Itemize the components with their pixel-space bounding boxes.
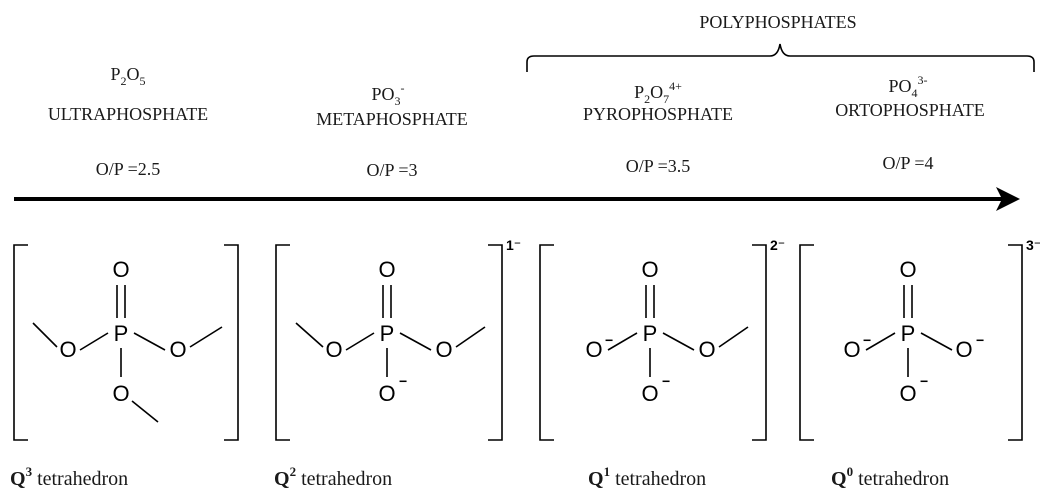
bracket-right (1008, 244, 1023, 441)
bracket-right (488, 244, 503, 441)
q0-label: Q0 tetrahedron (831, 464, 949, 490)
phosphorus: P (380, 321, 395, 346)
phosphorus: P (643, 321, 658, 346)
oxygen-charge: − (863, 332, 871, 348)
name-metaphosphate: METAPHOSPHATE (316, 109, 468, 129)
oxygen-right-anion: O (955, 337, 972, 362)
polyphosphates-brace (526, 43, 1035, 72)
formula-ultraphosphate: P2O5 (110, 64, 145, 88)
phosphorus: P (114, 321, 129, 346)
ratio-pyrophosphate: O/P =3.5 (626, 156, 691, 176)
structure-q2: 1⁻ O P O O O − (275, 237, 521, 441)
bracket-left (539, 244, 554, 441)
species-metaphosphate-header: PO3- METAPHOSPHATE O/P =3 (316, 81, 468, 180)
charge-q1: 2⁻ (770, 237, 785, 253)
oxygen-left-anion: O (585, 337, 602, 362)
oxygen-top: O (899, 257, 916, 282)
increasing-ratio-arrow (14, 187, 1020, 211)
species-ortophosphate-header: PO43- ORTOPHOSPHATE O/P =4 (835, 73, 985, 173)
bracket-right (224, 244, 239, 441)
arrow-head-icon (996, 187, 1020, 211)
oxygen-charge: − (976, 332, 984, 348)
bracket-left (13, 244, 28, 441)
oxygen-top: O (641, 257, 658, 282)
oxygen-right: O (435, 337, 452, 362)
oxygen-charge: − (662, 373, 670, 389)
oxygen-bottom-anion: O (899, 381, 916, 406)
bracket-right (752, 244, 767, 441)
oxygen-bottom-anion: O (378, 381, 395, 406)
oxygen-left-anion: O (843, 337, 860, 362)
formula-ortophosphate: PO43- (888, 73, 927, 100)
oxygen-charge: − (920, 373, 928, 389)
ratio-metaphosphate: O/P =3 (367, 160, 418, 180)
name-pyrophosphate: PYROPHOSPHATE (583, 104, 733, 124)
species-pyrophosphate-header: P2O74+ PYROPHOSPHATE O/P =3.5 (583, 79, 733, 176)
phosphorus: P (901, 321, 916, 346)
charge-q0: 3⁻ (1026, 237, 1040, 253)
q3-label: Q3 tetrahedron (10, 464, 128, 490)
oxygen-top: O (112, 257, 129, 282)
oxygen-charge: − (605, 332, 613, 348)
q1-label: Q1 tetrahedron (588, 464, 706, 490)
oxygen-bottom-anion: O (641, 381, 658, 406)
species-ultraphosphate-header: P2O5 ULTRAPHOSPHATE O/P =2.5 (48, 64, 208, 179)
name-ultraphosphate: ULTRAPHOSPHATE (48, 104, 208, 124)
oxygen-charge: − (399, 373, 407, 389)
oxygen-left: O (325, 337, 342, 362)
name-ortophosphate: ORTOPHOSPHATE (835, 100, 985, 120)
oxygen-left: O (59, 337, 76, 362)
q2-label: Q2 tetrahedron (274, 464, 392, 490)
formula-pyrophosphate: P2O74+ (634, 79, 682, 106)
polyphosphates-title: POLYPHOSPHATES (699, 12, 856, 32)
oxygen-right: O (169, 337, 186, 362)
ratio-ultraphosphate: O/P =2.5 (96, 159, 161, 179)
oxygen-top: O (378, 257, 395, 282)
formula-metaphosphate: PO3- (371, 81, 404, 108)
structure-q1: 2⁻ O P O − O O − (539, 237, 785, 441)
structure-q3: O P O O O (13, 244, 239, 441)
oxygen-right: O (698, 337, 715, 362)
bracket-left (799, 244, 814, 441)
charge-q2: 1⁻ (506, 237, 521, 253)
ratio-ortophosphate: O/P =4 (883, 153, 934, 173)
oxygen-bottom: O (112, 381, 129, 406)
structure-q0: 3⁻ O P O − O − O − (799, 237, 1040, 441)
bracket-left (275, 244, 290, 441)
